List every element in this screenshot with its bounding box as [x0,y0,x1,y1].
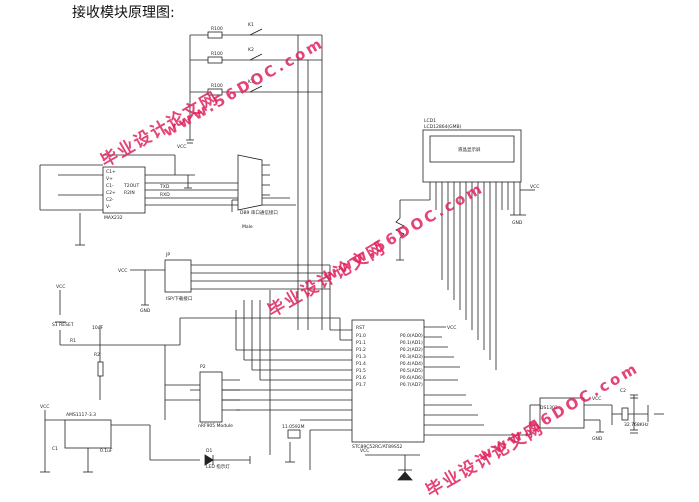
c1-label: C1 [52,446,58,452]
p1-4: P1.4 [356,361,366,367]
p1-1: P1.1 [356,340,366,346]
lcd-part-label: LCD12864(GMB) [424,124,462,130]
y1-label: 32.768KHz [624,422,649,428]
p1-7: P1.7 [356,382,366,388]
ds1302-label: DS1302 [540,405,558,411]
r100-2-label: R100 [211,51,223,57]
p0-0: P0.0(AD0) [400,333,423,339]
rxd-label: RXD [160,192,170,198]
k1-label: K1 [248,22,254,28]
max-pin-5: V- [106,204,111,210]
vcc-mcu-label: VCC [447,325,456,331]
page-heading: 接收模块原理图: [72,5,175,21]
max-pin-1: V+ [106,176,113,182]
max-pin-6: T2OUT [123,183,139,189]
vcc-isp-label: VCC [118,268,127,274]
p2-label: P2 [200,364,206,370]
r100-1-label: R100 [211,26,223,32]
p0-5: P0.5(AD5) [400,368,423,374]
r1-label: R1 [70,338,76,344]
schematic-diagram: K1 K2 K3 R100 R100 R100 LCD1 LCD12864(GM… [39,22,664,481]
vcc-reg-label: VCC [40,404,49,410]
p1-5: P1.5 [356,368,366,374]
p0-4: P0.4(AD4) [400,361,423,367]
gnd-ds-label: GND [592,436,603,442]
p0-3: P0.3(AD3) [400,354,423,360]
p0-1: P0.1(AD1) [400,340,423,346]
k2-label: K2 [248,47,254,53]
c104-label: 0.1uF [100,448,113,454]
max-pin-7: R2IN [124,190,135,196]
mcu-rst-label: RST [356,325,365,331]
p0-7: P0.7(AD7) [400,382,423,388]
p1-2: P1.2 [356,347,366,353]
p1-6: P1.6 [356,375,366,381]
y2-label: 11.0592M [282,424,305,430]
jp1-label: ISP/下载接口 [166,295,192,302]
lcd-ref-label: LCD1 [424,118,436,124]
jp1-ref: JP [165,252,170,258]
regulator-label: AMS1117-3.3 [66,412,96,418]
max-pin-4: C2- [106,197,114,203]
reset-switch-label: S1 RESET [52,322,74,328]
vcc-max-label: VCC [177,144,186,150]
gnd-lcd-label: GND [512,220,523,226]
d1-label: D1 [206,448,212,454]
k3-label: K3 [248,79,254,85]
c10u-label: 10uF [92,325,104,331]
vcc-reset-label: VCC [56,284,65,290]
max-pin-3: C2+ [106,190,116,196]
db9-note: Male [242,224,253,230]
vcc-ds-label: VCC [592,396,601,402]
gnd-isp-label: GND [140,308,151,314]
lcd-screen-text: 液晶显示屏 [458,146,481,153]
max-pin-0: C1+ [106,169,116,175]
max-pin-2: C1- [106,183,114,189]
led-label: LED 指示灯 [206,463,230,470]
c2-label: C2 [620,388,626,394]
db9-label: DB9 串口通信接口 [240,209,278,216]
p1-0: P1.0 [356,333,366,339]
p1-3: P1.3 [356,354,366,360]
txd-label: TXD [159,184,170,190]
r2-label: R2 [94,352,100,358]
p0-6: P0.6(AD6) [400,375,423,381]
vcc-led-label: VCC [360,448,369,454]
max232-label: MAX232 [104,215,123,221]
vcc-lcd-label: VCC [530,184,539,190]
wireless-label: nRF905 Module [198,423,233,429]
mcu-label: STC89C52RC/AT89S52 [352,444,403,450]
r100-3-label: R100 [211,83,223,89]
p0-2: P0.2(AD2) [400,347,423,353]
